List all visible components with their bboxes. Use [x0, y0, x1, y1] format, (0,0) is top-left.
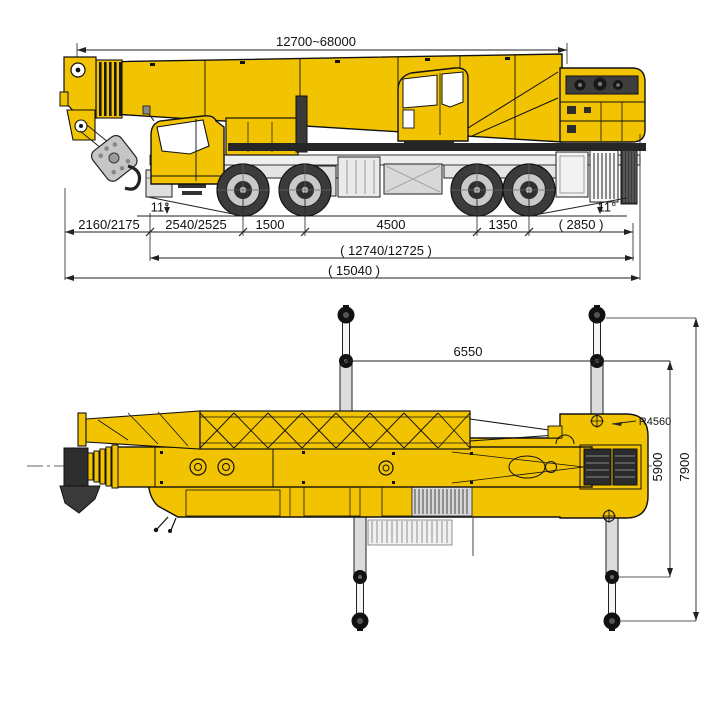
top-boom — [59, 444, 593, 514]
wheel-axle-1 — [216, 163, 270, 217]
dim-axle1-axle2: 1500 — [256, 217, 285, 232]
dim-axle2-axle3: 4500 — [377, 217, 406, 232]
side-dim-rows: 2160/2175 2540/2525 1500 4500 1350 ( 285… — [64, 134, 641, 281]
top-dim-span-long: 6550 — [340, 344, 670, 367]
wheel-axle-4 — [502, 163, 556, 217]
departure-angle-label: 11° — [598, 200, 617, 215]
dim-axle3-axle4: 1350 — [489, 217, 518, 232]
top-dim-span-full: 7900 — [606, 317, 699, 622]
top-jib-lattice — [77, 410, 563, 450]
rear-departure-angle: 11° — [528, 197, 628, 217]
front-approach-angle: 11° — [147, 196, 244, 217]
outrigger-front-left — [337, 305, 355, 425]
tail-radius-label: R4560 — [639, 416, 671, 428]
top-dim-span-mid: 5900 — [617, 361, 673, 578]
side-view: 12700~68000 — [59, 34, 646, 281]
dim-bumper-to-axle1: 2540/2525 — [165, 217, 226, 232]
outrigger-rear-left — [588, 305, 606, 425]
wheel-axle-2 — [278, 163, 332, 217]
outrigger-full-span-label: 7900 — [677, 453, 692, 482]
wheel-axle-3 — [450, 163, 504, 217]
dim-overall-length: ( 15040 ) — [328, 263, 380, 278]
top-rear-block — [451, 414, 642, 523]
approach-angle-label: 11° — [151, 200, 170, 215]
outrigger-front-right — [351, 512, 369, 631]
top-dim-tail-radius: R4560 — [611, 416, 671, 428]
side-crane-drawing — [59, 53, 646, 217]
hook-block — [90, 134, 138, 182]
outrigger-mid-span-label: 5900 — [650, 453, 665, 482]
outrigger-rear-right — [603, 512, 621, 631]
dim-front-overhang: 2160/2175 — [78, 217, 139, 232]
outrigger-long-span-label: 6550 — [454, 344, 483, 359]
boom-length-label: 12700~68000 — [276, 34, 356, 49]
dim-chassis-length: ( 12740/12725 ) — [340, 243, 432, 258]
top-view: 6550 5900 7900 R4560 — [27, 305, 699, 631]
dim-rear-overhang: ( 2850 ) — [559, 217, 604, 232]
